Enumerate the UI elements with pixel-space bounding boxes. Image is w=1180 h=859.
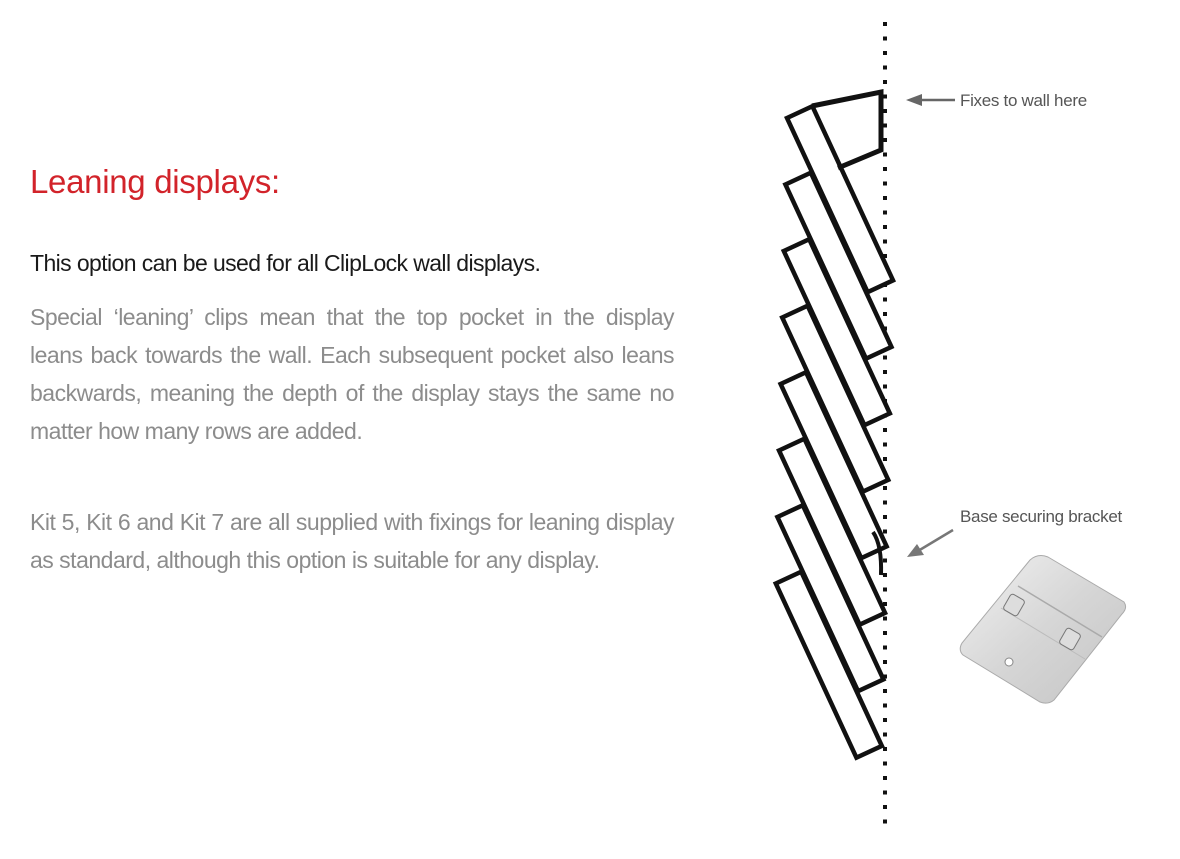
wall-dot (883, 703, 887, 708)
wall-dot (883, 254, 887, 258)
wall-dot (883, 355, 887, 360)
display-pocket (782, 169, 895, 362)
wall-dot (883, 312, 887, 316)
arrow-base-bracket-icon (907, 528, 954, 557)
wall-dot (883, 167, 887, 171)
base-bracket-photo (959, 555, 1127, 704)
base-bracket-hook (871, 530, 884, 576)
wall-dot (883, 602, 887, 606)
wall-dot (883, 790, 887, 795)
paragraph-leaning-clips: Special ‘leaning’ clips mean that the to… (30, 304, 675, 444)
wall-dot (883, 616, 887, 621)
wall-dot (883, 776, 887, 780)
display-pocket (776, 435, 889, 628)
wall-dot (883, 805, 887, 809)
wall-dot (883, 529, 887, 534)
wall-dot (883, 442, 887, 447)
wall-dot (883, 181, 887, 186)
display-pocket (780, 236, 893, 429)
wall-dot (883, 573, 887, 577)
display-pocket (779, 302, 892, 495)
wall-dot (883, 674, 887, 679)
wall-dot (883, 138, 887, 142)
wall-dot (883, 80, 887, 84)
wall-dot (883, 732, 887, 737)
wall-dot (883, 225, 887, 229)
wall-dot (883, 297, 887, 302)
wall-dot (883, 123, 887, 128)
wall-dot (883, 819, 887, 824)
wall-dot (883, 239, 887, 244)
wall-dot (883, 152, 887, 157)
wall-dot (883, 500, 887, 505)
wall-dot (883, 515, 887, 519)
wall-dot (883, 718, 887, 722)
wall-dot (883, 370, 887, 374)
wall-dot (883, 384, 887, 389)
label-base-securing-bracket: Base securing bracket (960, 507, 1122, 526)
wall-dot (883, 196, 887, 200)
display-pocket (777, 369, 890, 562)
wall-dot (883, 51, 887, 55)
wall-dot (883, 761, 887, 766)
wall-dot (883, 486, 887, 490)
wall-dot (883, 36, 887, 41)
wall-dot (883, 109, 887, 113)
wall-dot (883, 631, 887, 635)
wall-dot (883, 747, 887, 751)
wall-dot (883, 22, 887, 26)
wall-dot (883, 210, 887, 215)
wall-dot (883, 660, 887, 664)
wall-dot (883, 94, 887, 99)
pockets (772, 103, 897, 761)
wall-dot (883, 558, 887, 563)
wall-dot (883, 65, 887, 70)
page-heading: Leaning displays: (30, 163, 280, 200)
lead-sentence: This option can be used for all ClipLock… (30, 250, 541, 276)
display-pocket (774, 502, 887, 695)
display-pocket (784, 103, 897, 296)
top-bracket (811, 88, 884, 171)
wall-dot (883, 457, 887, 461)
paragraph-kits: Kit 5, Kit 6 and Kit 7 are all supplied … (30, 509, 675, 573)
display-pocket (772, 568, 885, 761)
label-fixes-to-wall: Fixes to wall here (960, 91, 1087, 110)
wall-dotted-line (883, 22, 887, 824)
arrow-fixes-to-wall-icon (906, 94, 955, 106)
wall-dot (883, 689, 887, 693)
wall-dot (883, 428, 887, 432)
wall-dot (883, 645, 887, 650)
wall-dot (883, 587, 887, 592)
